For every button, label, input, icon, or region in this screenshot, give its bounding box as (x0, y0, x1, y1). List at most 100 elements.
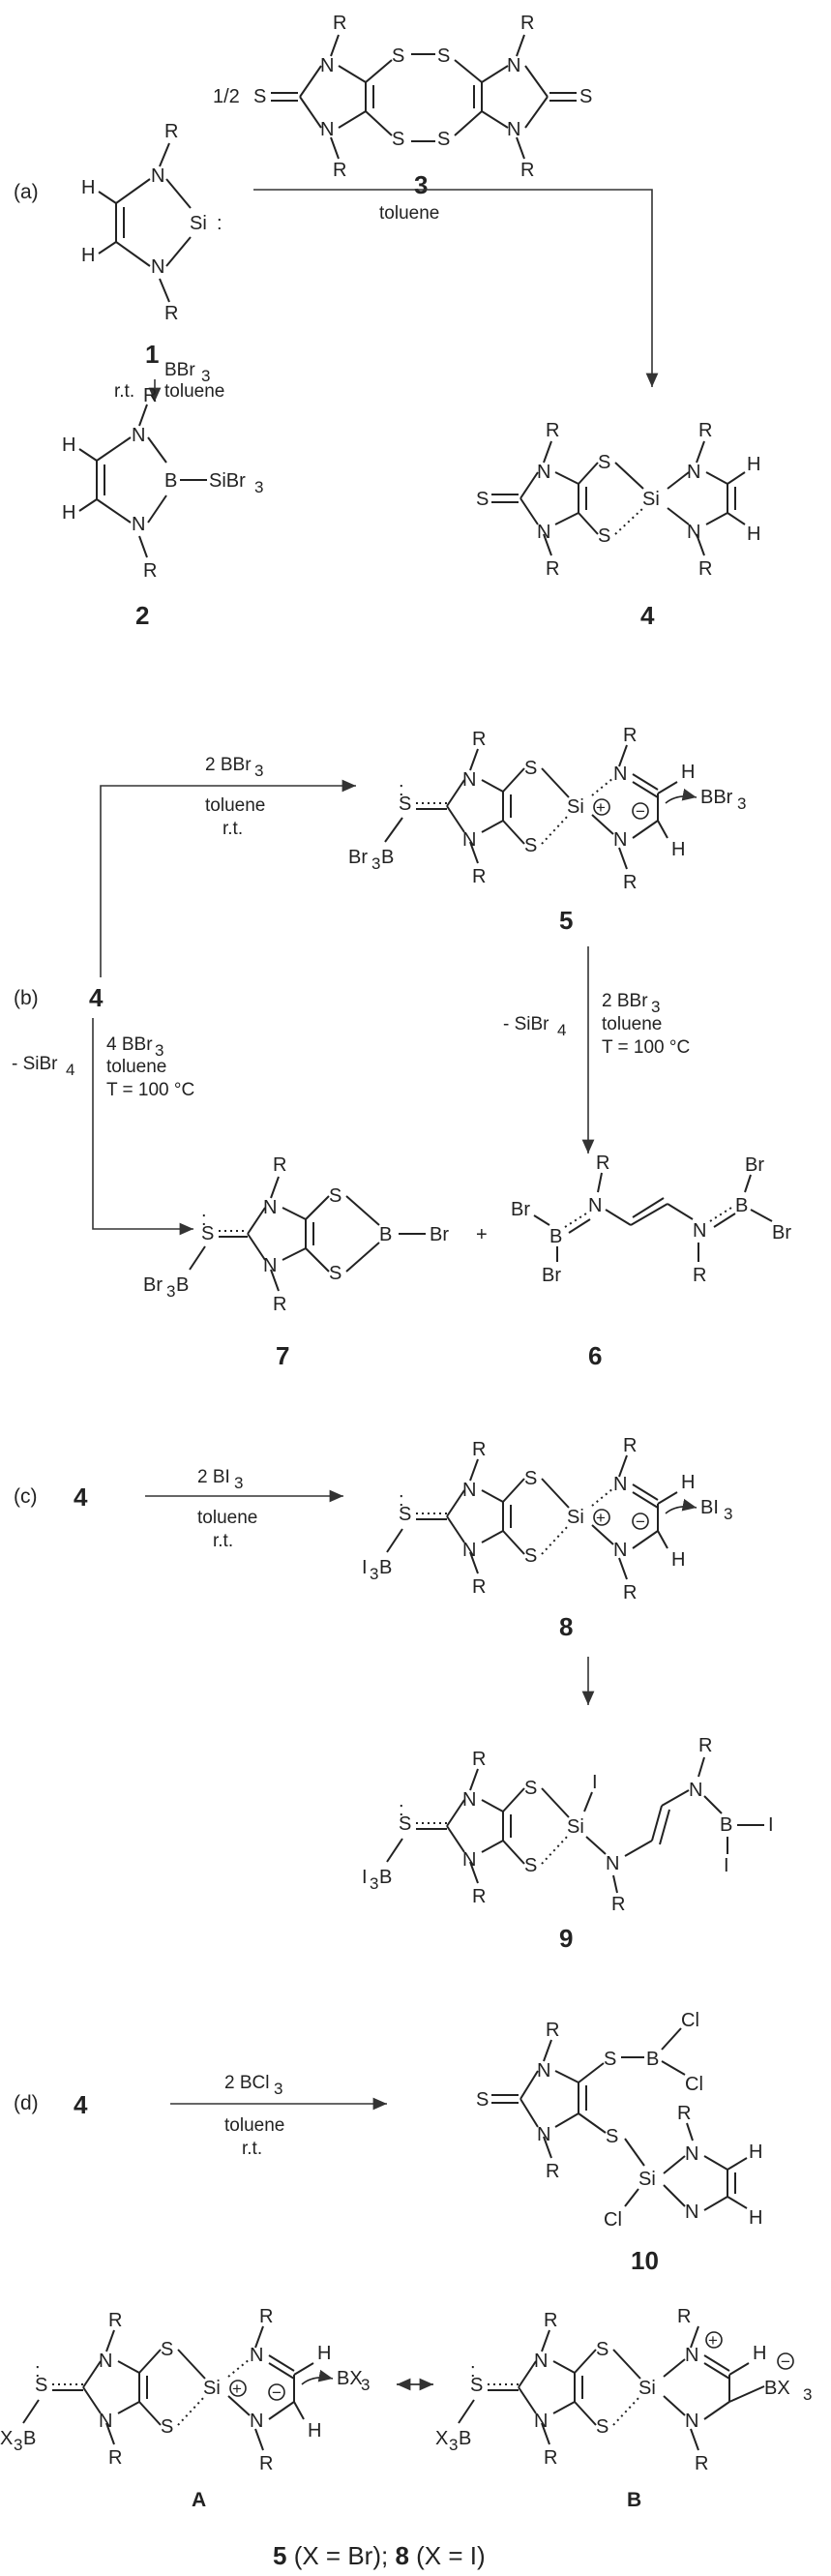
svg-text:R: R (333, 13, 346, 34)
svg-text:R: R (544, 2447, 557, 2469)
svg-text:S: S (437, 45, 450, 67)
compound-4-number: 4 (640, 601, 655, 630)
svg-text:B: B (381, 847, 394, 868)
svg-text:N: N (320, 119, 334, 140)
svg-text::: : (470, 2360, 476, 2381)
svg-text:toluene: toluene (106, 1057, 166, 1077)
condition-toluene-a: toluene (379, 203, 439, 224)
svg-text:Si: Si (567, 1507, 584, 1528)
svg-text:R: R (623, 1435, 637, 1456)
compound-4-structure: S N N R R S S Si N N R R H H (476, 420, 760, 580)
svg-text:H: H (671, 1549, 685, 1571)
svg-text::: : (399, 1489, 404, 1511)
svg-text:- SiBr: - SiBr (12, 1054, 58, 1074)
svg-text:N: N (606, 1853, 619, 1874)
plus-sign: + (476, 1224, 488, 1245)
svg-text:H: H (681, 762, 695, 783)
svg-text:B: B (379, 1224, 392, 1245)
svg-text:S: S (596, 2339, 608, 2360)
section-label-a: (a) (14, 181, 39, 203)
svg-text:toluene: toluene (164, 381, 224, 402)
svg-text:R: R (143, 385, 157, 406)
section-label-b: (b) (14, 987, 39, 1009)
resonance-A-label: A (192, 2489, 206, 2511)
svg-text:R: R (333, 160, 346, 181)
svg-text:R: R (472, 1886, 486, 1907)
compound-3-structure: 1/2 S N N R R S S S S N N (213, 13, 592, 181)
svg-text:Cl: Cl (681, 2010, 699, 2031)
svg-text:N: N (462, 769, 476, 791)
svg-text:R: R (698, 558, 712, 580)
svg-text:I: I (724, 1855, 729, 1876)
svg-text:B: B (164, 470, 177, 492)
svg-text:Br: Br (511, 1199, 530, 1220)
svg-text:N: N (687, 462, 700, 483)
svg-text:S: S (476, 489, 489, 510)
svg-text:N: N (693, 1220, 706, 1242)
svg-text:N: N (537, 462, 550, 483)
section-label-d: (d) (14, 2092, 39, 2114)
svg-text:N: N (507, 119, 520, 140)
svg-text:N: N (462, 1540, 476, 1561)
svg-text:S: S (579, 86, 592, 107)
svg-text:Si: Si (642, 489, 660, 510)
svg-text:toluene: toluene (224, 2115, 284, 2136)
svg-text:toluene: toluene (205, 795, 265, 816)
svg-text:B: B (646, 2049, 659, 2070)
svg-text:R: R (472, 729, 486, 750)
svg-text:I: I (362, 1867, 368, 1888)
svg-text:3: 3 (449, 2436, 458, 2454)
svg-text:H: H (747, 454, 760, 475)
svg-text::: : (217, 213, 223, 234)
svg-text:R: R (611, 1894, 625, 1915)
svg-text:S: S (161, 2339, 173, 2360)
svg-text:N: N (613, 764, 627, 785)
svg-text:2 BBr: 2 BBr (602, 991, 648, 1011)
compound-4-ref-c: 4 (74, 1483, 88, 1512)
svg-text:Br: Br (143, 1274, 163, 1296)
svg-text:H: H (681, 1472, 695, 1493)
svg-text:R: R (259, 2453, 273, 2474)
svg-text:r.t.: r.t. (213, 1531, 233, 1551)
svg-text:N: N (613, 829, 627, 851)
svg-text:H: H (749, 2142, 762, 2163)
compound-8-number: 8 (559, 1612, 573, 1641)
footer-legend: 5 (X = Br); 8 (X = I) (273, 2541, 486, 2570)
compound-3-number: 3 (414, 170, 428, 199)
svg-text:Si: Si (203, 2378, 221, 2399)
svg-text:S: S (606, 2126, 618, 2147)
svg-text:R: R (546, 2020, 559, 2041)
footer-five: 5 (273, 2541, 286, 2570)
svg-text:Si: Si (567, 796, 584, 818)
compound-1-structure: N N Si : R R H H (81, 121, 223, 324)
svg-text:4: 4 (557, 1021, 566, 1039)
svg-text:H: H (62, 502, 75, 524)
svg-text::: : (399, 1799, 404, 1820)
svg-text:N: N (685, 2143, 698, 2165)
svg-text:Br: Br (542, 1265, 561, 1286)
svg-text:S: S (392, 45, 404, 67)
svg-text:N: N (534, 2411, 548, 2432)
arrow-1-to-4 (253, 189, 659, 387)
svg-text:R: R (259, 2306, 273, 2327)
svg-text:N: N (687, 522, 700, 543)
svg-text:N: N (507, 55, 520, 76)
compound-2-number: 2 (135, 601, 149, 630)
svg-text:B: B (720, 1814, 732, 1836)
svg-text:S: S (253, 86, 266, 107)
svg-text:N: N (685, 2411, 698, 2432)
svg-text:S: S (399, 1813, 411, 1835)
arrow-4-to-7 (92, 1018, 193, 1236)
svg-text:R: R (472, 1749, 486, 1770)
svg-text:toluene: toluene (602, 1014, 662, 1034)
svg-text:S: S (35, 2375, 47, 2396)
svg-text:BI: BI (700, 1497, 719, 1518)
svg-text:R: R (546, 2161, 559, 2182)
footer-eight: 8 (395, 2541, 408, 2570)
svg-text:S: S (596, 2416, 608, 2438)
